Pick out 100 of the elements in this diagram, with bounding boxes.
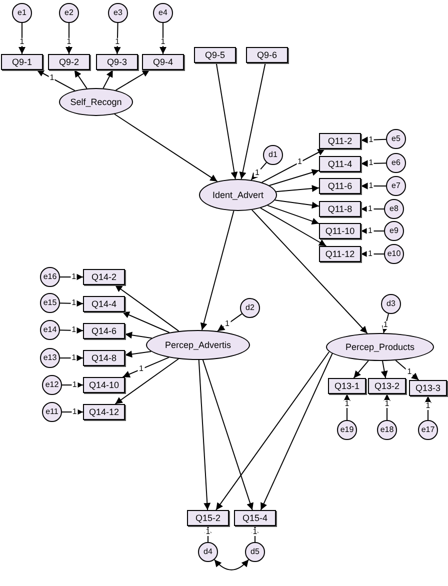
variable-name: Q11-6 <box>328 182 352 190</box>
error-term-circle <box>386 129 406 149</box>
arrow <box>114 284 180 332</box>
observed-variable-box <box>319 223 361 239</box>
error-term-circle <box>153 3 173 23</box>
edge-label: 1 <box>366 250 374 258</box>
arrow <box>261 148 326 183</box>
edge-label: 1 <box>224 320 230 328</box>
variable-name: e15 <box>43 299 57 307</box>
arrow <box>360 206 384 212</box>
observed-variable-box <box>83 296 125 312</box>
variable-name: e14 <box>43 326 57 334</box>
variable-name: e10 <box>387 250 401 258</box>
edge-label: 1 <box>71 408 78 416</box>
error-term-circle <box>108 3 128 23</box>
error-term-circle <box>240 298 260 318</box>
edge-label: 1 <box>138 365 144 374</box>
variable-name: d4 <box>204 548 212 556</box>
variable-name: e8 <box>390 205 398 213</box>
variable-name: Q13-2 <box>374 382 400 390</box>
variable-name: Q11-4 <box>328 160 352 168</box>
variable-name: Percep_Advertis <box>164 340 232 350</box>
arrow <box>360 160 386 167</box>
observed-variable-box <box>194 47 236 63</box>
arrow <box>60 354 84 362</box>
edge-label: 1 <box>70 354 78 362</box>
edge-label: 1 <box>296 158 303 166</box>
observed-variable-box <box>83 350 125 366</box>
variable-name: d3 <box>386 300 396 308</box>
variable-name: d2 <box>246 304 254 312</box>
arrow <box>268 169 320 186</box>
arrow <box>62 382 84 388</box>
arrow <box>360 136 386 144</box>
variable-name: Q14-4 <box>91 300 116 308</box>
error-term-circle <box>418 420 438 440</box>
arrow <box>217 313 242 332</box>
variable-name: Percep_Products <box>345 342 415 352</box>
edge-label: 1 <box>368 159 374 168</box>
observed-variable-box <box>83 377 125 393</box>
error-term-circle <box>198 542 218 562</box>
variable-name: Q15-4 <box>242 514 268 522</box>
variable-name: e12 <box>45 381 59 389</box>
variable-name: e5 <box>392 135 400 143</box>
variable-name: e7 <box>392 182 400 190</box>
arrow <box>274 200 320 209</box>
edge-label: 1 <box>366 227 374 235</box>
observed-variable-box <box>319 201 361 217</box>
edge-label: 1 <box>70 299 78 308</box>
variable-name: Q11-2 <box>328 136 352 146</box>
error-term-circle <box>40 320 60 340</box>
error-term-circle <box>245 542 265 562</box>
variable-name: e4 <box>158 9 168 17</box>
observed-variable-box <box>83 404 125 420</box>
variable-name: Q13-1 <box>334 382 360 390</box>
arrow <box>60 300 84 307</box>
arrow <box>124 350 152 358</box>
variable-name: e3 <box>114 9 122 17</box>
edge-label: 1 <box>204 528 212 536</box>
observed-variable-box <box>328 378 366 394</box>
variable-name: Q14-12 <box>88 408 120 416</box>
observed-variable-box <box>234 510 276 526</box>
arrow <box>124 332 152 339</box>
arrow <box>114 114 218 182</box>
latent-variable-ellipse <box>199 179 277 211</box>
observed-variable-box <box>187 510 229 526</box>
arrow <box>216 62 238 180</box>
error-term-circle <box>263 145 283 165</box>
arrow <box>360 182 386 190</box>
edge-label: 1 <box>368 182 374 190</box>
arrow <box>198 360 211 510</box>
latent-variable-ellipse <box>326 333 434 361</box>
arrow <box>260 208 327 246</box>
observed-variable-box <box>83 269 125 285</box>
variable-name: Q11-10 <box>325 226 355 236</box>
edge-label: 1 <box>344 400 350 408</box>
error-term-circle <box>40 348 60 368</box>
error-term-circle <box>40 293 60 313</box>
error-term-circle <box>381 294 401 314</box>
error-term-circle <box>40 267 60 287</box>
arrow <box>74 70 88 89</box>
arrow <box>60 274 84 280</box>
arrow <box>251 209 368 334</box>
observed-variable-box <box>319 246 361 262</box>
observed-variable-box <box>83 323 125 339</box>
variable-name: e18 <box>380 426 394 434</box>
variable-name: e16 <box>43 273 57 281</box>
arrow <box>102 70 114 89</box>
arrow <box>200 210 234 331</box>
variable-name: e6 <box>392 159 400 167</box>
variable-name: Q15-2 <box>195 514 220 522</box>
arrow <box>260 352 334 510</box>
error-term-circle <box>386 176 406 196</box>
error-term-circle <box>42 402 62 422</box>
arrow <box>62 408 84 416</box>
variable-name: Q14-6 <box>91 326 116 336</box>
arrow <box>202 359 254 510</box>
variable-name: e19 <box>340 426 354 434</box>
arrow <box>36 70 76 92</box>
error-term-circle <box>384 199 404 219</box>
variable-name: Q11-8 <box>328 204 352 214</box>
